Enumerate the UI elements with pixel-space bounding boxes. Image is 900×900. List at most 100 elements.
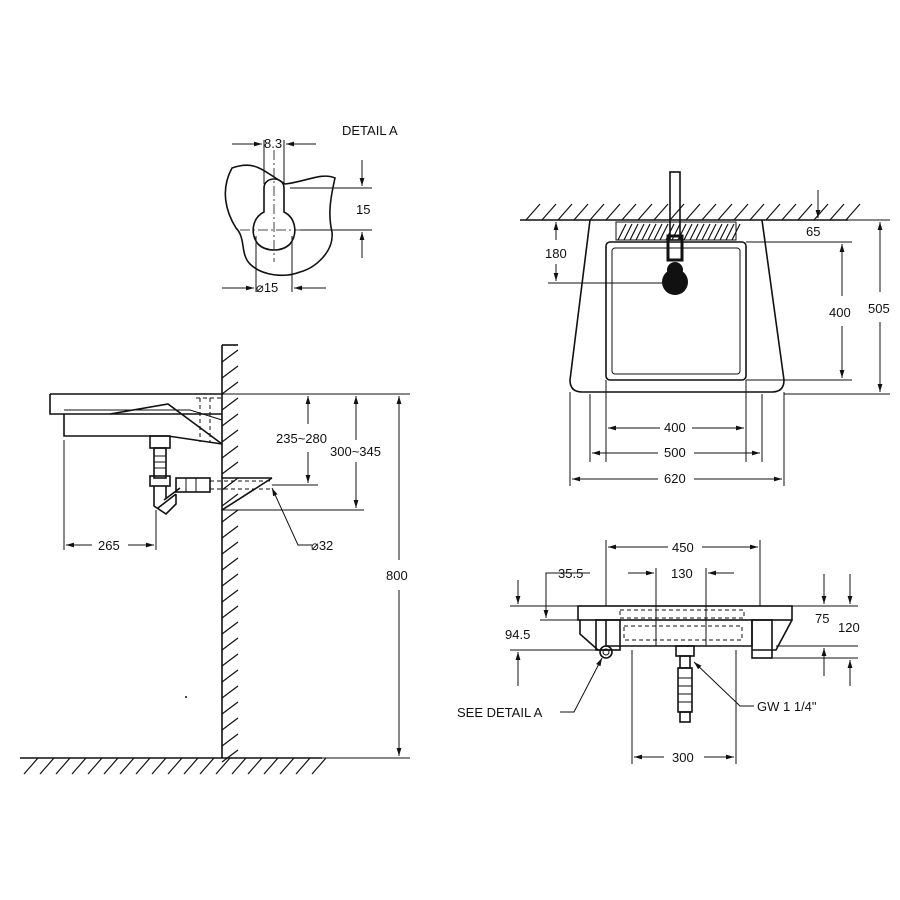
hatch-line	[717, 203, 733, 221]
hatch-line	[701, 203, 717, 221]
dim-trap-height-label: 300~345	[330, 444, 381, 459]
hatch-line	[713, 223, 723, 241]
hatch-line	[725, 223, 735, 241]
hatch-line	[683, 223, 693, 241]
hatch-line	[221, 461, 239, 475]
hatch-line	[247, 757, 263, 775]
hatch-line	[221, 429, 239, 443]
hatch-line	[183, 757, 199, 775]
hatch-line	[589, 203, 605, 221]
hatch-line	[731, 223, 741, 241]
hatch-line	[311, 757, 327, 775]
dim-overall-height: 120	[772, 574, 860, 686]
wall-hatch	[221, 349, 239, 763]
hatch-line	[221, 717, 239, 731]
hatch-line	[167, 757, 183, 775]
hatch-line	[733, 203, 749, 221]
hatch-line	[621, 203, 637, 221]
front-view: 450 130 35.5 94.5 75	[457, 540, 860, 765]
hatch-line	[829, 203, 845, 221]
dim-overall-depth-label: 505	[868, 301, 890, 316]
hatch-line	[617, 223, 627, 241]
hatch-line	[221, 637, 239, 651]
hatch-line	[23, 757, 39, 775]
dim-tap-offset: 180	[545, 222, 664, 284]
hatch-line	[221, 525, 239, 539]
dim-overall-width-label: 620	[664, 471, 686, 486]
dim-overall-width: 620	[569, 392, 785, 486]
dim-overall-depth: 505	[784, 219, 890, 395]
hatch-line	[797, 203, 813, 221]
detail-a-outline	[224, 164, 336, 277]
hatch-line	[221, 701, 239, 715]
hatch-line	[695, 223, 705, 241]
hatch-line	[637, 203, 653, 221]
dim-pipe-diameter-label: ⌀32	[311, 538, 333, 553]
hatch-line	[719, 223, 729, 241]
side-view: 265 235~280 300~345 ⌀32 800	[20, 344, 410, 775]
hatch-line	[845, 203, 861, 221]
detail-a-title: DETAIL A	[342, 123, 398, 138]
dim-centre-spacing: 130	[628, 566, 734, 646]
hatch-line	[765, 203, 781, 221]
hatch-line	[221, 557, 239, 571]
hatch-line	[103, 757, 119, 775]
hatch-line	[573, 203, 589, 221]
hatch-line	[221, 685, 239, 699]
hatch-line	[295, 757, 311, 775]
hatch-line	[749, 203, 765, 221]
hatch-line	[221, 365, 239, 379]
dim-drain-offset: 265	[63, 440, 157, 553]
callout-thread: GW 1 1/4"	[693, 661, 817, 714]
hatch-line	[707, 223, 717, 241]
right-bracket	[751, 619, 773, 659]
callout-see-detail-label: SEE DETAIL A	[457, 705, 543, 720]
hatch-line	[221, 509, 239, 523]
hatch-line	[629, 223, 639, 241]
plan-tap	[662, 171, 688, 295]
dim-wall-gap-label: 65	[806, 224, 820, 239]
dim-bracket-height: 94.5	[505, 580, 596, 686]
hatch-line	[231, 757, 247, 775]
hatch-line	[151, 757, 167, 775]
hatch-line	[221, 653, 239, 667]
hatch-line	[557, 203, 573, 221]
dim-drain-width-label: 300	[672, 750, 694, 765]
hatch-line	[221, 413, 239, 427]
dim-drain-offset-label: 265	[98, 538, 120, 553]
hatch-line	[647, 223, 657, 241]
detail-a: DETAIL A 8.3 15 ⌀15	[222, 123, 398, 295]
hatch-line	[135, 757, 151, 775]
dim-detail-height-label: 15	[356, 202, 370, 217]
hatch-line	[221, 381, 239, 395]
hatch-line	[279, 757, 295, 775]
hatch-line	[669, 203, 685, 221]
hatch-line	[71, 757, 87, 775]
dim-detail-width-label: 8.3	[264, 136, 282, 151]
hatch-line	[525, 203, 541, 221]
hatch-line	[263, 757, 279, 775]
dim-drain-width: 300	[631, 650, 737, 765]
hatch-line	[635, 223, 645, 241]
hatch-line	[221, 445, 239, 459]
dim-detail-diameter: ⌀15	[222, 236, 326, 295]
hatch-line	[221, 749, 239, 763]
hatch-line	[685, 203, 701, 221]
dim-outlet-height-label: 235~280	[276, 431, 327, 446]
hatch-line	[221, 733, 239, 747]
hatch-line	[641, 223, 651, 241]
hatch-line	[653, 203, 669, 221]
trap-assembly	[149, 435, 272, 516]
front-rim	[577, 605, 793, 621]
basin-profile	[49, 393, 223, 445]
dim-inner-width: 500	[589, 394, 763, 462]
callout-see-detail: SEE DETAIL A	[457, 657, 603, 720]
keyhole-fixing	[599, 645, 613, 659]
hatch-line	[221, 541, 239, 555]
hatch-line	[221, 669, 239, 683]
dim-centre-spacing-label: 130	[671, 566, 693, 581]
dim-mount-height-label: 800	[386, 568, 408, 583]
hatch-line	[221, 621, 239, 635]
hatch-line	[653, 223, 663, 241]
